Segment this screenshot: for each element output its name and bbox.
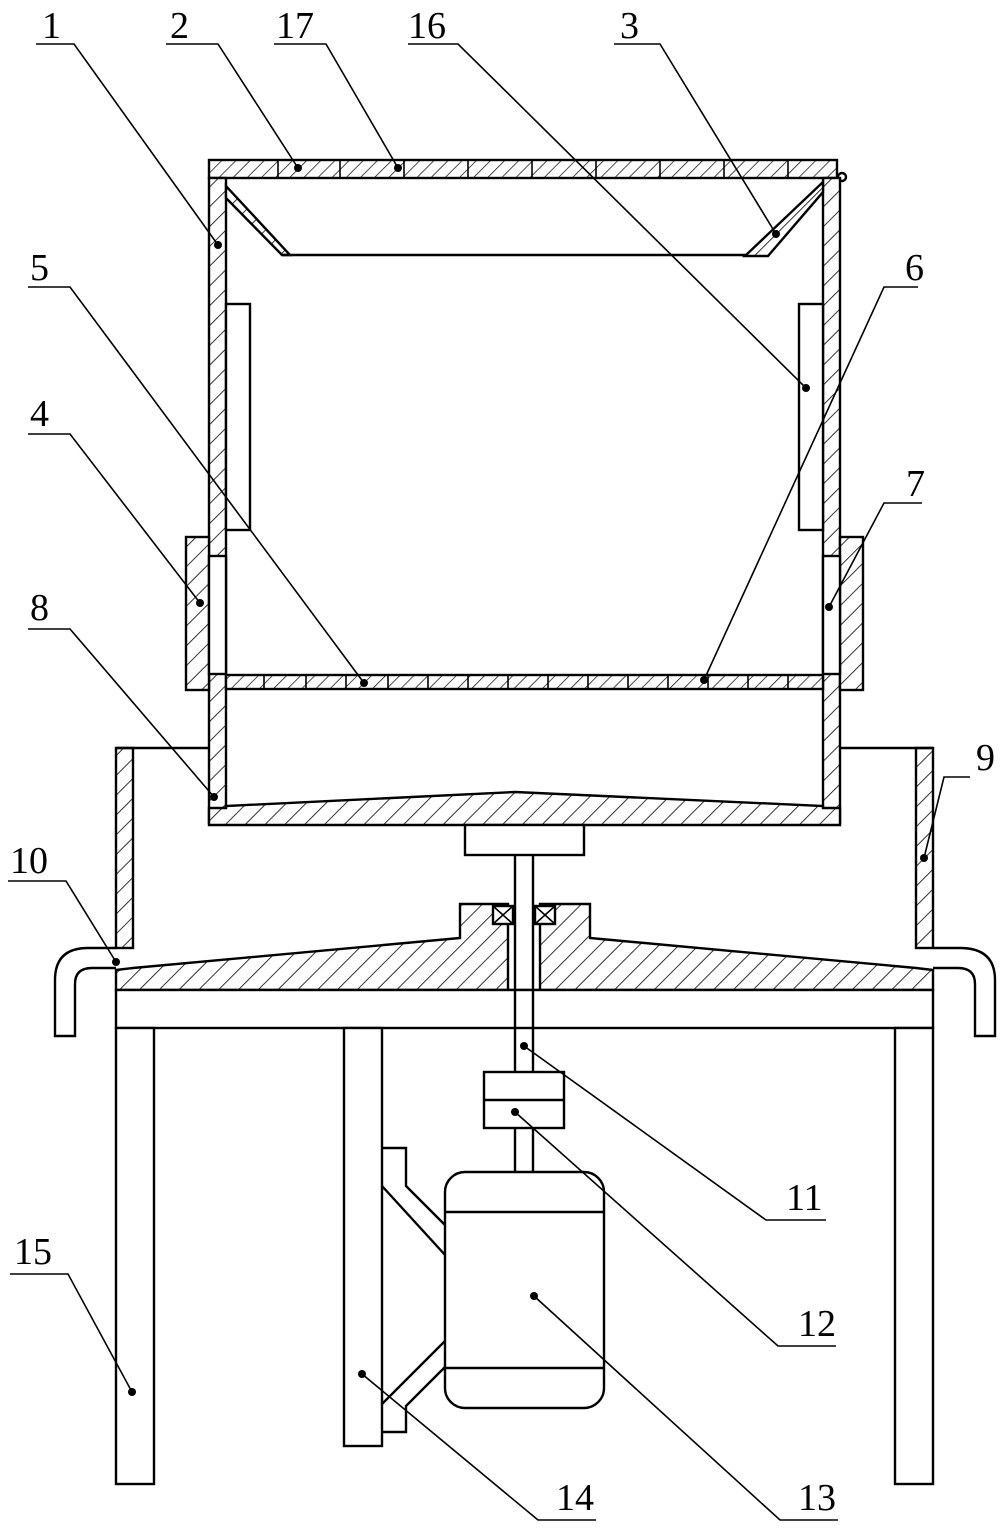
drum-walls bbox=[207, 176, 842, 827]
label-12: 12 bbox=[798, 1303, 836, 1345]
top-cover bbox=[207, 158, 848, 183]
label-1: 1 bbox=[42, 5, 61, 47]
motor-bracket bbox=[342, 1026, 447, 1448]
label-9: 9 bbox=[976, 737, 995, 779]
label-11: 11 bbox=[786, 1177, 823, 1219]
side-blocks bbox=[184, 535, 865, 692]
drive-shaft bbox=[463, 823, 586, 1172]
funnel-plate bbox=[224, 179, 825, 258]
label-16: 16 bbox=[408, 5, 446, 47]
label-17: 17 bbox=[276, 5, 314, 47]
label-6: 6 bbox=[905, 247, 924, 289]
label-14: 14 bbox=[556, 1477, 594, 1519]
reference-dots bbox=[112, 164, 928, 1396]
part-labels: 1 2 17 16 3 5 6 4 7 8 9 10 11 12 13 14 1… bbox=[10, 5, 995, 1519]
label-4: 4 bbox=[30, 393, 49, 435]
label-3: 3 bbox=[620, 5, 639, 47]
label-5: 5 bbox=[30, 247, 49, 289]
leader-lines bbox=[8, 43, 970, 1521]
label-8: 8 bbox=[30, 587, 49, 629]
sieve-plate bbox=[224, 673, 825, 691]
label-2: 2 bbox=[170, 5, 189, 47]
motor bbox=[443, 1170, 606, 1410]
label-10: 10 bbox=[10, 840, 48, 882]
frame bbox=[114, 988, 935, 1486]
coupling bbox=[482, 1070, 566, 1130]
liner-plates bbox=[224, 302, 825, 532]
label-15: 15 bbox=[14, 1231, 52, 1273]
label-13: 13 bbox=[798, 1477, 836, 1519]
outer-tub bbox=[114, 746, 935, 950]
label-7: 7 bbox=[906, 463, 925, 505]
tub-bottom bbox=[114, 902, 935, 992]
drain-pipes bbox=[53, 946, 997, 1038]
